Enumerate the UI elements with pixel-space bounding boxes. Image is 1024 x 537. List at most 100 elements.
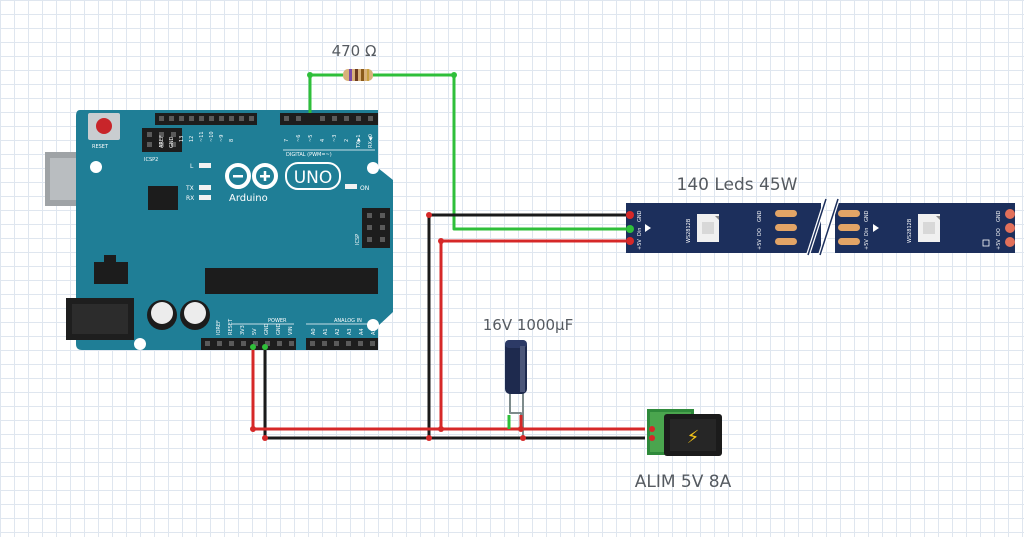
icsp-label: ICSP [355,234,361,245]
strip-pad-din [626,225,634,233]
strip-5v-label-2: +5V [757,239,763,250]
pin-label-9: ~9 [219,135,225,142]
resistor-label: 470 Ω [332,42,377,60]
power-supply-jack: ⚡ [647,409,722,456]
junction-dots [250,72,526,441]
brand-label: Arduino [229,193,268,204]
pin-label-12: 12 [189,136,195,142]
chip-label-2: WS2812B [907,218,913,243]
strip-gnd-label-2: GND [757,210,763,222]
solder-pad [838,238,860,245]
power-header [201,338,296,350]
led-strip-label: 140 Leds 45W [677,175,798,195]
strip-din-label: Din [637,228,643,236]
strip-gnd-label-4: GND [996,210,1002,222]
icsp-header [362,208,390,248]
pin-label-13: 13 [179,136,185,142]
strip-gnd-label-3: GND [864,210,870,222]
led-tx [199,185,211,190]
mounting-hole [367,319,379,331]
pin-label-ioref: IOREF [216,320,222,335]
pin-label-a5: A5 [371,328,377,335]
pin-label-a4: A4 [359,328,365,335]
pin-label-tx1: TX▶1 [356,134,362,149]
pin-label-aref: AREF [159,135,165,148]
pin-label-4: 4 [320,139,326,142]
pin-label-vin: VIN [288,326,294,335]
wire-power-strip [439,239,630,429]
analog-header-label: ANALOG IN [334,318,362,324]
pin-label-8: 8 [229,139,235,142]
solder-pad [838,210,860,217]
capacitor-label: 16V 1000µF [483,316,573,334]
wire-ground-bus [263,345,645,440]
usb-chip [148,186,178,210]
analog-header [306,338,378,350]
power-pin-labels: IOREF RESET 3V3 5V GND GND VIN [216,318,294,335]
pin-label-10: ~10 [209,131,215,142]
arduino-logo: UNO Arduino [225,162,341,204]
pin-label-gnd: GND [169,136,175,148]
led-strip: GND Din +5V WS2812B GND DO +5V GND Din +… [626,198,1015,256]
strip-5v-label-4: +5V [996,239,1002,250]
pin-label-a0: A0 [311,328,317,335]
arduino-uno-board: RESET ICSP2 AREF GND 13 12 ~11 ~10 ~9 8 … [45,110,393,350]
reset-label: RESET [92,144,109,150]
voltage-regulator [94,262,128,284]
strip-pad-gnd [626,211,634,219]
analog-pin-labels: A0 A1 A2 A3 A4 A5 [311,328,377,335]
pin-label-a2: A2 [335,328,341,335]
led-tx-label: TX [185,185,194,192]
wire-signal-arduino-resistor [308,73,343,113]
mounting-hole [367,162,379,174]
strip-din-label-2: Din [864,228,870,236]
power-header-label: POWER [268,318,287,324]
pin-label-gnd1: GND [264,323,270,335]
strip-pad-5v [626,237,634,245]
solder-pad [1005,223,1015,233]
led-on [345,184,357,189]
mounting-hole [134,338,146,350]
pin-label-3v3: 3V3 [240,325,246,335]
led-on-label: ON [360,185,369,192]
strip-5v-label-3: +5V [864,239,870,250]
pin-label-rx0: RX◀0 [368,134,374,148]
pin-label-2: 2 [344,139,350,142]
pin-label-a3: A3 [347,328,353,335]
led-rx [199,195,211,200]
solder-pad [775,210,797,217]
strip-do-label: DO [757,228,763,236]
wire-capacitor-positive [509,393,522,429]
chip-label: WS2812B [686,218,692,243]
digital-header-right [280,113,378,125]
power-supply-label: ALIM 5V 8A [635,472,732,492]
pin-label-3: ~3 [332,135,338,142]
pin-label-7: 7 [284,139,290,142]
lightning-icon: ⚡ [687,427,700,448]
solder-pad [775,224,797,231]
solder-pad [1005,209,1015,219]
pin-label-5: ~5 [308,135,314,142]
capacitor-1000uF [505,340,527,394]
solder-pad [1005,237,1015,247]
model-label: UNO [294,168,333,188]
pin-label-gnd2: GND [276,323,282,335]
pin-label-a1: A1 [323,328,329,335]
resistor-470-ohm [343,69,373,81]
solder-pad [838,224,860,231]
digital-pin-labels: AREF GND 13 12 ~11 ~10 ~9 8 7 ~6 ~5 4 ~3… [159,131,374,149]
pin-label-6: ~6 [296,135,302,142]
pin-label-11: ~11 [199,131,205,142]
pin-label-5v: 5V [252,328,258,335]
pin-label-reset: RESET [228,318,234,335]
strip-gnd-label: GND [637,210,643,222]
strip-5v-label: +5V [637,239,643,250]
digital-header-label: DIGITAL (PWM=~) [286,152,332,158]
wire-signal-resistor-strip [373,73,630,231]
microcontroller-chip [205,268,378,294]
wire-power-bus [251,345,645,431]
led-l [199,163,211,168]
solder-pad [775,238,797,245]
icsp2-label: ICSP2 [144,157,158,163]
